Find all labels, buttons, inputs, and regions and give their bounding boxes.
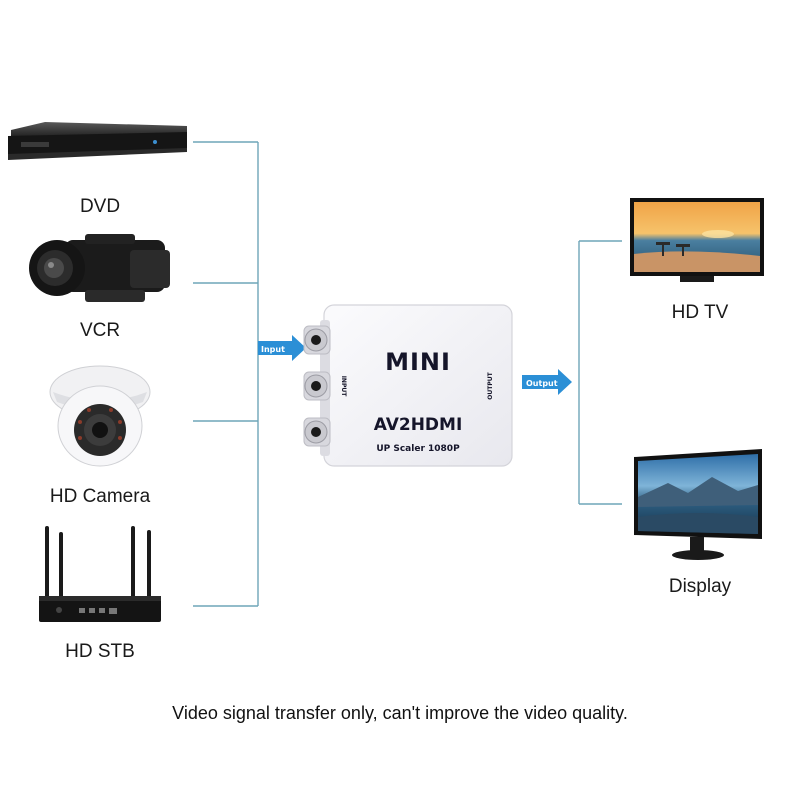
caption: Video signal transfer only, can't improv… [172, 703, 628, 723]
converter-subtitle: UP Scaler 1080P [376, 444, 460, 454]
converter-box: MINI AV2HDMI UP Scaler 1080P INPUT OUTPU… [303, 304, 513, 467]
monitor-icon [634, 449, 762, 560]
output-arrow: Output [522, 369, 572, 395]
rca-port-icon [303, 371, 331, 401]
input-port-label: INPUT [340, 376, 347, 398]
output-arrow-label: Output [526, 379, 558, 388]
input-label-hd-stb: HD STB [65, 641, 135, 662]
dome-camera-icon [49, 365, 151, 467]
rca-port-icon [303, 417, 331, 447]
router-icon [39, 526, 161, 622]
converter-brand: MINI [385, 348, 451, 376]
camcorder-icon [29, 234, 170, 302]
input-arrow-label: Input [261, 345, 285, 354]
converter-model: AV2HDMI [374, 415, 463, 435]
input-label-vcr: VCR [79, 320, 121, 341]
rca-port-icon [303, 325, 331, 355]
tv-icon [630, 198, 764, 282]
input-arrow: Input [258, 335, 306, 361]
input-label-dvd: DVD [79, 196, 121, 217]
dvd-player-icon [8, 122, 187, 160]
input-label-hd-camera: HD Camera [49, 486, 151, 507]
output-port-label: OUTPUT [487, 371, 494, 399]
output-label-display: Display [668, 576, 732, 597]
output-label-hd-tv: HD TV [671, 302, 729, 323]
